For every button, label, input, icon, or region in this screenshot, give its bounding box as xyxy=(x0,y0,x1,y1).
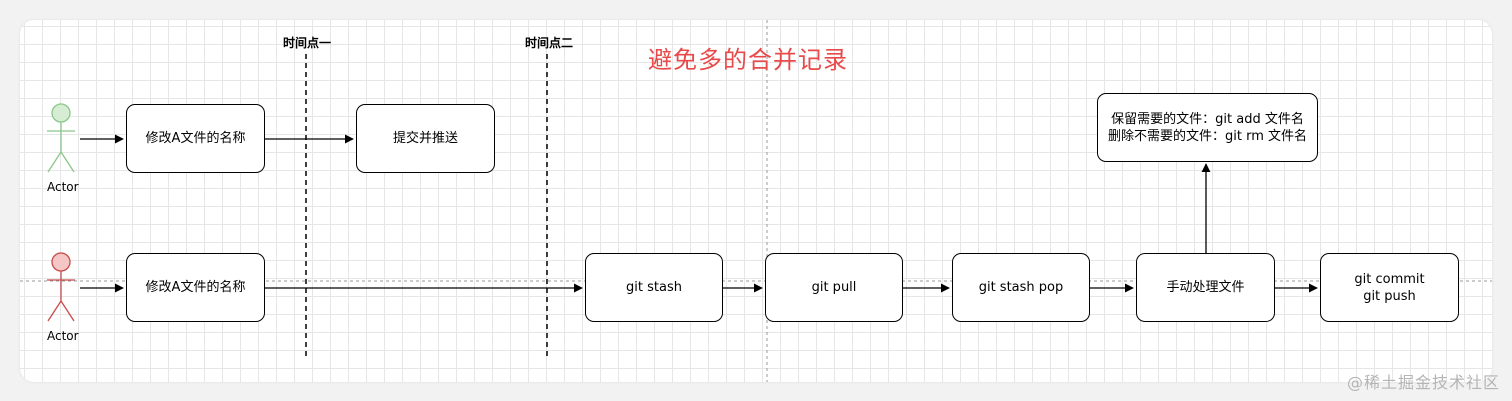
time-point-2-label: 时间点二 xyxy=(525,36,574,50)
commit-line: git commit xyxy=(1354,271,1425,287)
node-commit-push[interactable]: git commit git push xyxy=(1320,253,1459,322)
time-point-1-label: 时间点一 xyxy=(283,36,332,50)
node-git-stash[interactable]: git stash xyxy=(585,253,723,322)
node-git-pull[interactable]: git pull xyxy=(765,253,903,322)
diagram-canvas: 避免多的合并记录 时间点一 时间点二 Actor Actor 修改A文件的名称 … xyxy=(20,20,1492,382)
actor-2-label: Actor xyxy=(47,329,79,343)
actor-1-figure xyxy=(47,103,75,173)
diagram-title: 避免多的合并记录 xyxy=(648,46,848,74)
node-git-stash-pop[interactable]: git stash pop xyxy=(952,253,1090,322)
node-notes[interactable]: 保留需要的文件：git add 文件名 删除不需要的文件：git rm 文件名 xyxy=(1097,93,1318,162)
node-bottom-modify[interactable]: 修改A文件的名称 xyxy=(126,253,265,322)
node-top-commit-push[interactable]: 提交并推送 xyxy=(356,104,495,173)
push-line: git push xyxy=(1363,288,1416,304)
note-keep-line: 保留需要的文件：git add 文件名 xyxy=(1111,111,1304,127)
node-manual-handle[interactable]: 手动处理文件 xyxy=(1136,253,1275,322)
watermark: @稀土掘金技术社区 xyxy=(1346,373,1500,392)
actor-1-label: Actor xyxy=(47,180,79,194)
actor-2-figure xyxy=(47,252,75,322)
node-top-modify[interactable]: 修改A文件的名称 xyxy=(126,104,265,173)
note-delete-line: 删除不需要的文件：git rm 文件名 xyxy=(1107,128,1307,144)
